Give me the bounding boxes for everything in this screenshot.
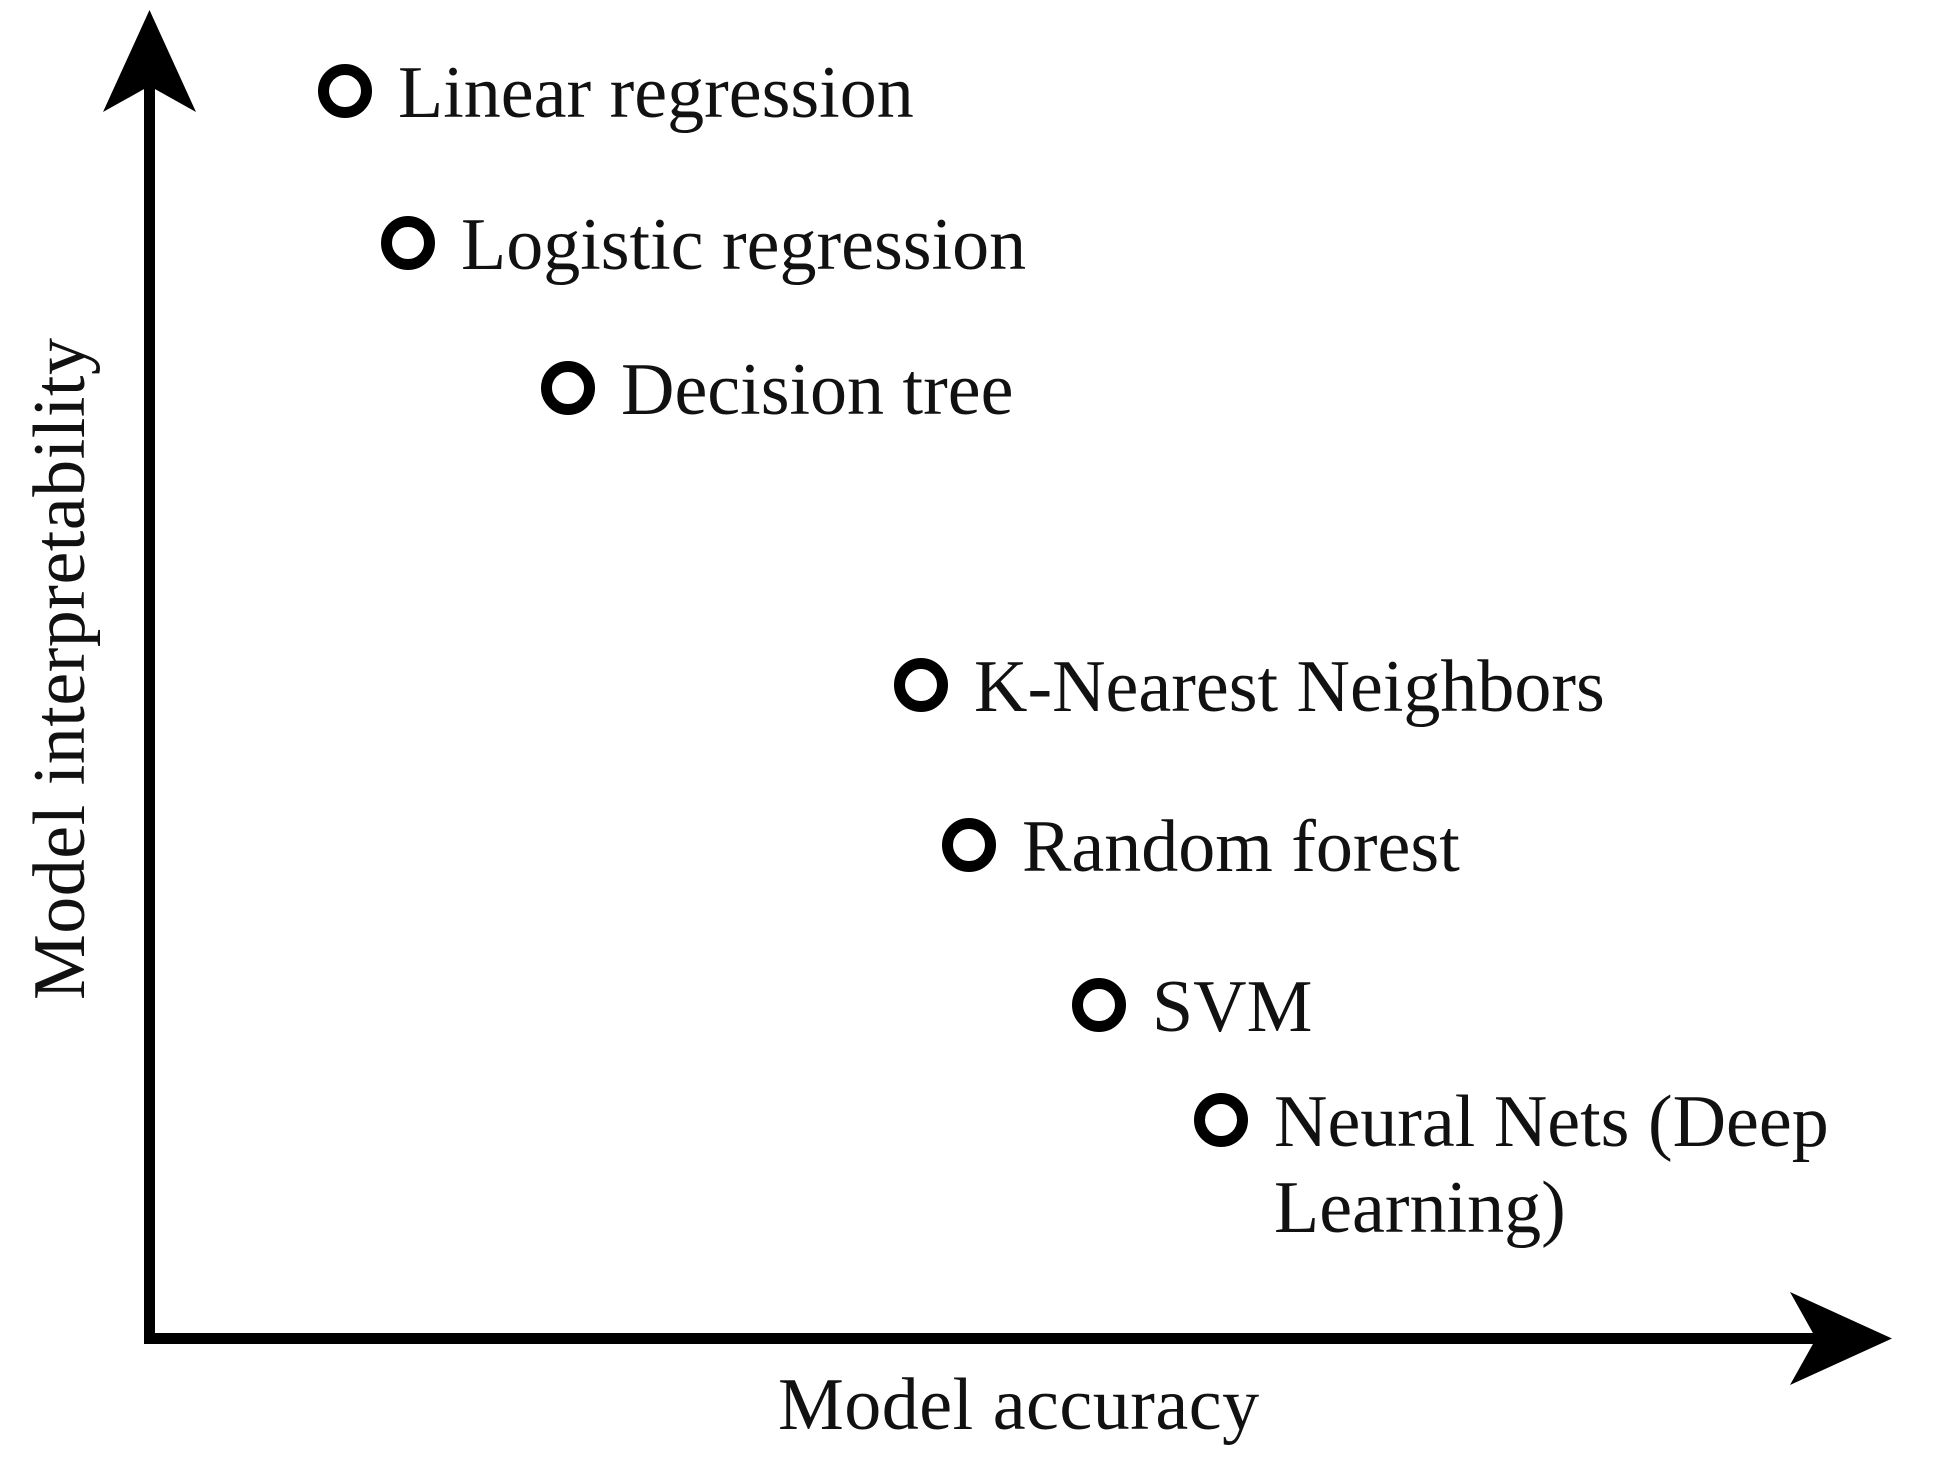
data-point-linear-regression[interactable]: Linear regression [318, 50, 914, 136]
data-point-label: SVM [1152, 966, 1313, 1048]
x-axis-label: Model accuracy [778, 1364, 1260, 1446]
data-point-label: K-Nearest Neighbors [974, 646, 1605, 728]
data-point-k-nearest-neighbors[interactable]: K-Nearest Neighbors [894, 644, 1605, 730]
circle-marker-icon [1194, 1093, 1248, 1147]
data-point-label: Neural Nets (Deep Learning) [1274, 1081, 1829, 1249]
y-axis-label: Model interpretability [19, 337, 101, 1000]
arrow-up-icon [103, 10, 196, 112]
data-point-label: Linear regression [398, 52, 914, 134]
data-point-svm[interactable]: SVM [1072, 964, 1312, 1050]
circle-marker-icon [1072, 978, 1126, 1032]
circle-marker-icon [894, 658, 948, 712]
arrow-right-icon [1790, 1292, 1892, 1385]
data-point-label: Decision tree [621, 349, 1014, 431]
circle-marker-icon [541, 361, 595, 415]
data-point-label: Random forest [1022, 806, 1460, 888]
data-point-neural-nets[interactable]: Neural Nets (Deep Learning) [1194, 1079, 1934, 1251]
data-point-logistic-regression[interactable]: Logistic regression [381, 202, 1026, 288]
circle-marker-icon [381, 216, 435, 270]
data-point-random-forest[interactable]: Random forest [942, 804, 1460, 890]
data-point-label: Logistic regression [461, 204, 1027, 286]
data-point-decision-tree[interactable]: Decision tree [541, 347, 1013, 433]
circle-marker-icon [942, 818, 996, 872]
x-axis-line [144, 1333, 1844, 1344]
y-axis-line [144, 60, 155, 1344]
circle-marker-icon [318, 64, 372, 118]
